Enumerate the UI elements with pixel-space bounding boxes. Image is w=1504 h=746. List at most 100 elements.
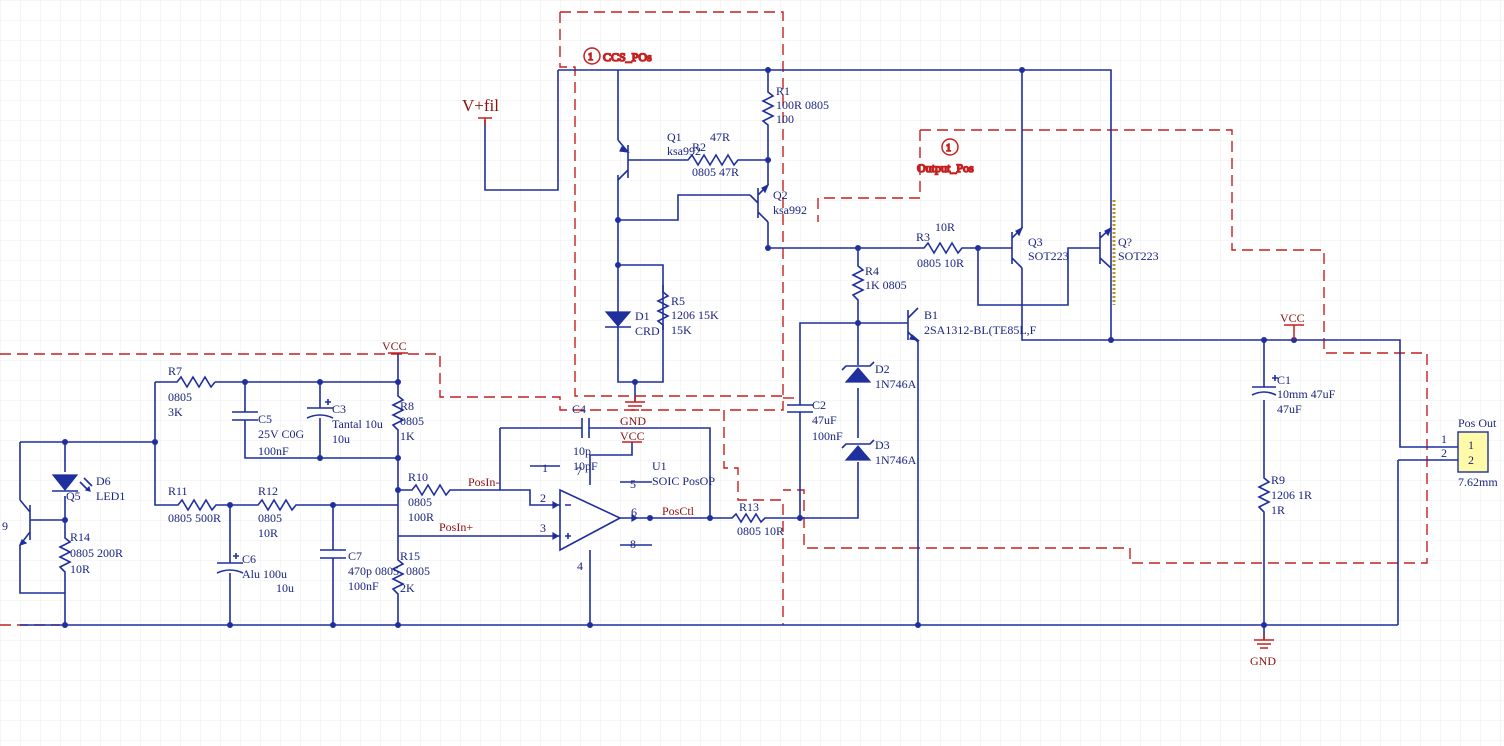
- pos-out-pin2-label: 2: [1468, 453, 1474, 467]
- c5-value: 25V C0G: [258, 427, 304, 441]
- r11-value: 0805 500R: [168, 511, 221, 525]
- u1-pin6: 6: [631, 505, 637, 519]
- u1-pin2: 2: [540, 491, 546, 505]
- r5-footprint: 1206 15K: [671, 308, 719, 322]
- symbols: [18, 47, 1489, 649]
- vfil-port: [478, 117, 492, 125]
- c3-symbol: [306, 399, 334, 432]
- pos-out-footprint: 7.62mm: [1458, 475, 1498, 489]
- r10-designator: R10: [408, 470, 428, 484]
- c1-value: 47uF: [1277, 402, 1302, 416]
- r5-symbol: [656, 285, 670, 330]
- u1-pin1: 1: [542, 461, 548, 475]
- c1-footprint: 10mm 47uF: [1277, 387, 1336, 401]
- net-vfil: V+fil: [462, 96, 499, 115]
- r1-designator: R1: [776, 84, 790, 98]
- c3-footprint: 10u: [332, 432, 350, 446]
- q2-value: ksa992: [773, 203, 807, 217]
- q1-value: ksa992: [667, 144, 701, 158]
- c6-footprint: 10u: [276, 581, 294, 595]
- net-posctl: PosCtl: [662, 504, 695, 518]
- r7-symbol: [170, 375, 216, 389]
- r7-footprint: 0805: [168, 390, 192, 404]
- r10-symbol: [405, 483, 455, 497]
- room-num-output: 1: [946, 143, 951, 154]
- c2-footprint: 100nF: [812, 429, 843, 443]
- pos-out-pin2-num: 2: [1441, 446, 1447, 460]
- r13-value: 0805 10R: [737, 524, 784, 538]
- r9-footprint: 1206 1R: [1271, 488, 1312, 502]
- vcc-bar-right: [1284, 324, 1304, 340]
- c1-symbol: [1251, 372, 1278, 396]
- r4-value: 1K 0805: [865, 278, 907, 292]
- c2-designator: C2: [812, 398, 826, 412]
- net-gnd-mid: GND: [620, 414, 646, 428]
- r14-value: 10R: [70, 562, 90, 576]
- r10-value: 100R: [408, 510, 434, 524]
- r5-value: 15K: [671, 323, 692, 337]
- q5-designator: Q5: [66, 489, 81, 503]
- c2-symbol: [787, 400, 813, 420]
- c7-footprint: 100nF: [348, 579, 379, 593]
- r8-symbol: [391, 388, 405, 445]
- b1-designator: B1: [924, 308, 938, 322]
- c5-symbol: [232, 411, 258, 435]
- r3-symbol: [916, 241, 970, 255]
- u1-value: SOIC PosOP: [652, 474, 715, 488]
- c2-value: 47uF: [812, 413, 837, 427]
- c3-value: Tantal 10u: [332, 417, 383, 431]
- room-outlines: [0, 11, 1428, 626]
- d2-symbol: [841, 361, 875, 383]
- c6-value: Alu 100u: [242, 567, 287, 581]
- wires: [19, 69, 1440, 640]
- q5-fragment: 9: [2, 519, 8, 533]
- q2-designator: Q2: [773, 188, 788, 202]
- u1-symbol: [552, 475, 645, 560]
- pos-out-connector: [1440, 431, 1489, 473]
- net-gnd-right: GND: [1250, 654, 1276, 668]
- d6-designator: D6: [96, 474, 111, 488]
- r3-value-top: 10R: [935, 220, 955, 234]
- c7-symbol: [320, 545, 346, 568]
- r8-footprint: 0805: [400, 414, 424, 428]
- c4-symbol: [570, 418, 600, 438]
- junctions: [62, 67, 1297, 628]
- c4-designator: C4: [572, 402, 586, 416]
- r12-symbol: [250, 498, 308, 512]
- c7-value: 470p 0805: [348, 564, 399, 578]
- r9-symbol: [1257, 470, 1271, 522]
- u1-designator: U1: [652, 459, 667, 473]
- r9-designator: R9: [1271, 473, 1285, 487]
- room-num-ccs: 1: [588, 52, 593, 63]
- r14-footprint: 0805 200R: [70, 546, 123, 560]
- gnd-symbol-right: [1254, 634, 1274, 649]
- b1-symbol: [900, 307, 920, 343]
- r15-footprint: 0805: [406, 564, 430, 578]
- c7-designator: C7: [348, 549, 362, 563]
- net-vcc-right: VCC: [1280, 311, 1305, 325]
- pos-out-designator: Pos Out: [1458, 416, 1497, 430]
- d1-designator: D1: [635, 309, 650, 323]
- u1-pin5: 5: [630, 477, 636, 491]
- r2-value-top: 47R: [710, 130, 730, 144]
- u1-pin4: 4: [577, 559, 583, 573]
- d3-value: 1N746A: [875, 453, 917, 467]
- d6-symbol: [51, 474, 93, 492]
- q4-designator: Q?: [1118, 235, 1132, 249]
- r3-designator: R3: [916, 230, 930, 244]
- d3-designator: D3: [875, 438, 890, 452]
- q1-designator: Q1: [667, 130, 682, 144]
- net-vcc-left: VCC: [382, 339, 407, 353]
- c5-designator: C5: [258, 412, 272, 426]
- net-vcc-opamp: VCC: [620, 429, 645, 443]
- r15-designator: R15: [400, 549, 420, 563]
- d1-value: CRD: [635, 324, 660, 338]
- q2-symbol: [749, 183, 770, 223]
- r1-symbol: [761, 85, 775, 128]
- c6-symbol: [216, 553, 244, 578]
- u1-pin8: 8: [630, 537, 636, 551]
- r14-designator: R14: [70, 530, 90, 544]
- r13-symbol: [725, 512, 770, 524]
- r5-designator: R5: [671, 294, 685, 308]
